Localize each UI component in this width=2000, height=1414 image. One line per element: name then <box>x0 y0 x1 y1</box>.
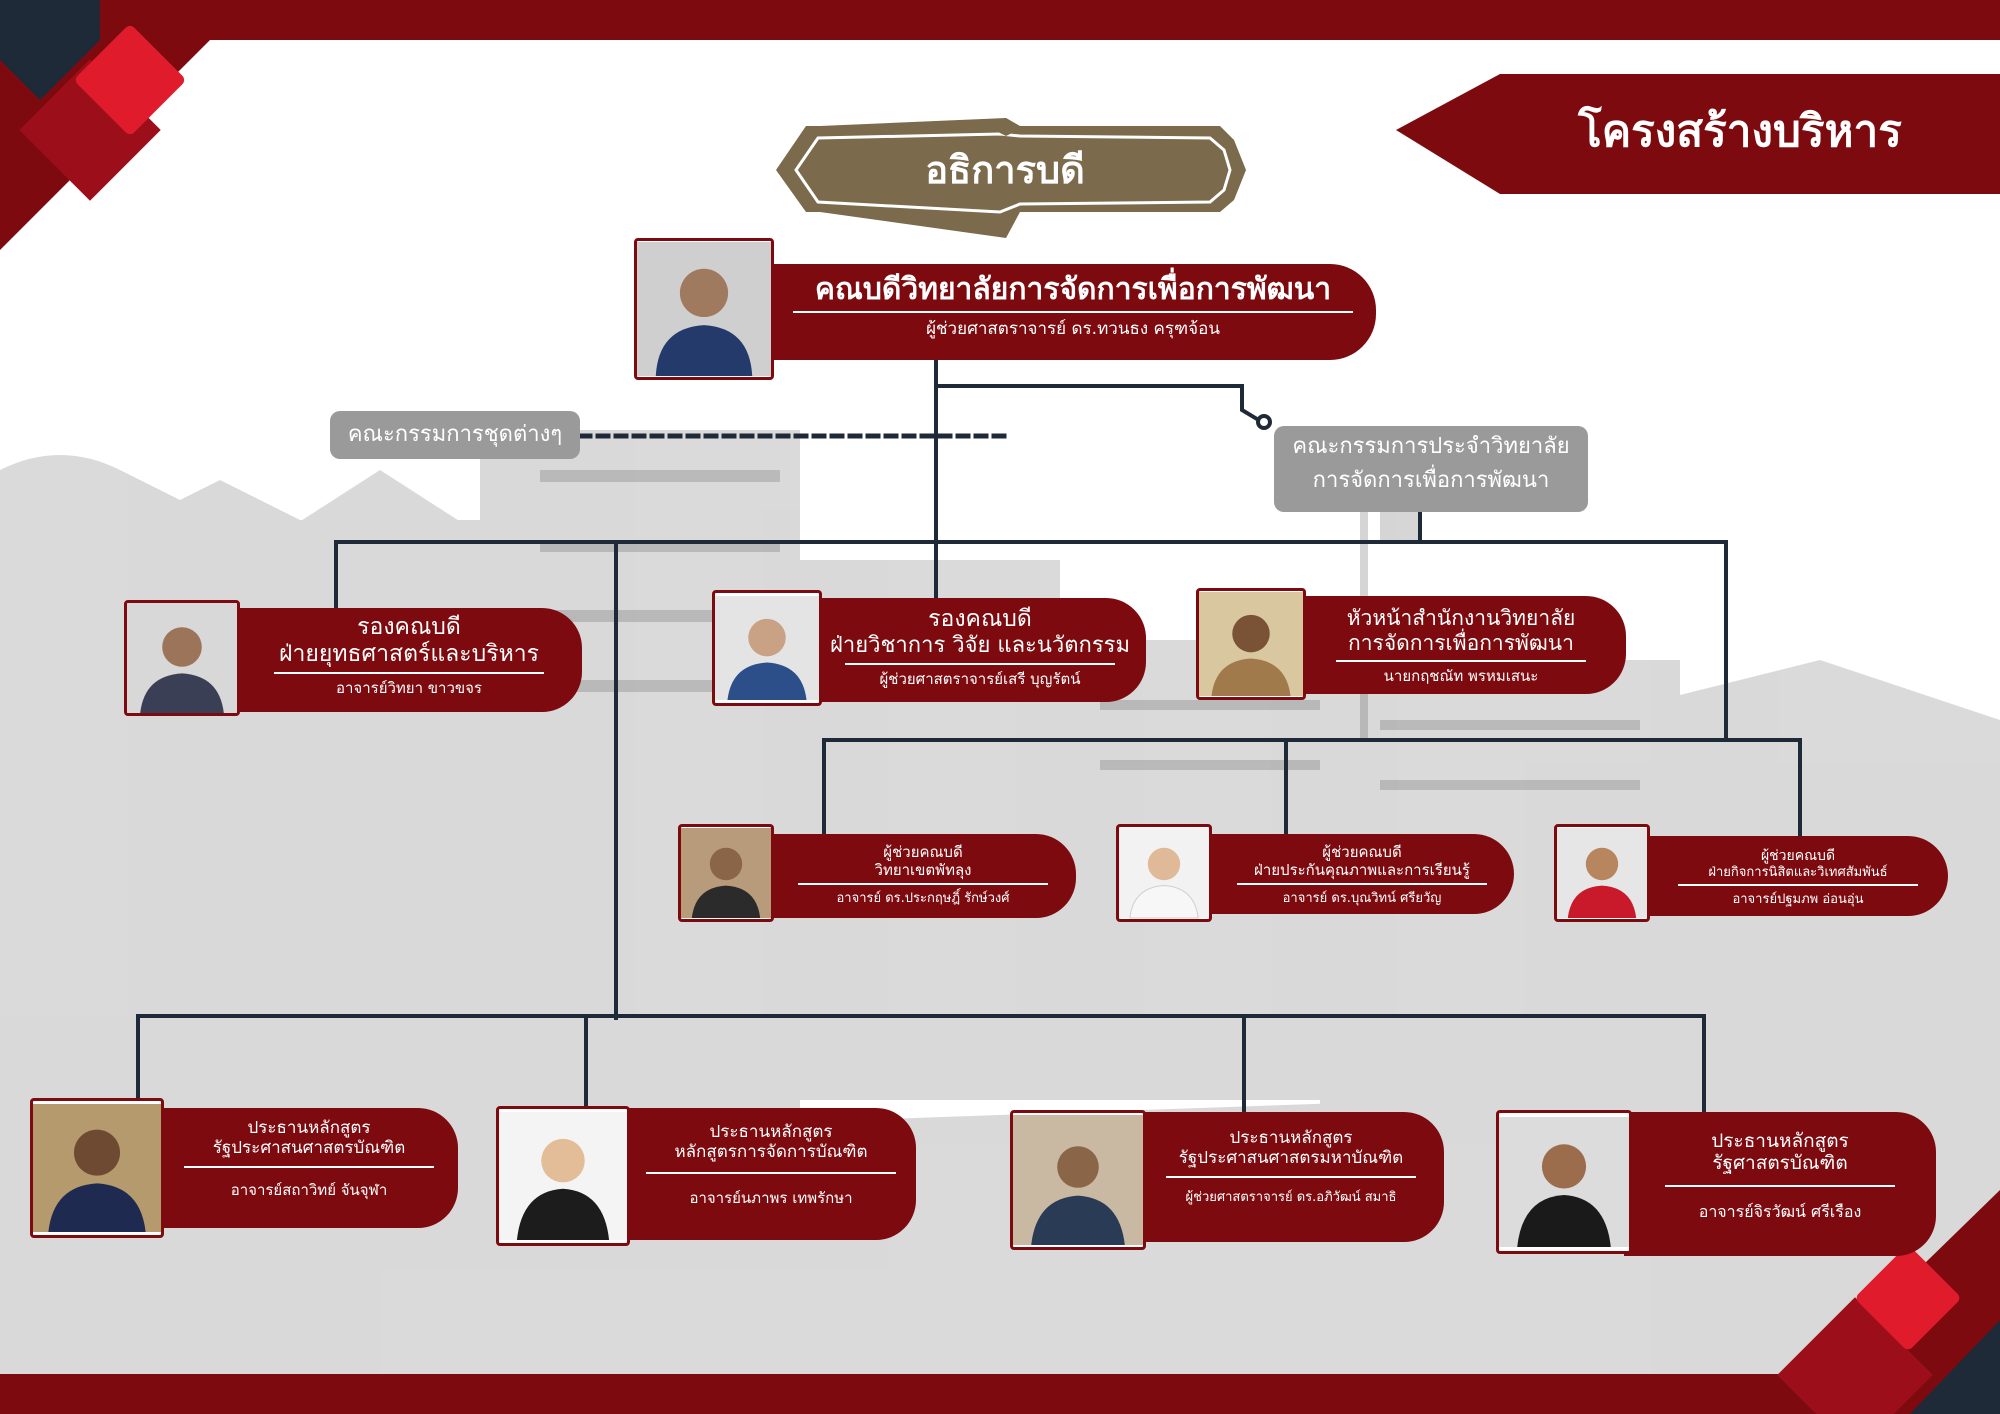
program-divider <box>646 1172 896 1175</box>
assistant-line2: ฝ่ายกิจการนิสิตและวิเทศสัมพันธ์ <box>1708 864 1888 880</box>
dean-name: ผู้ช่วยศาสตราจารย์ ดร.ทวนธง ครุฑจ้อน <box>926 319 1220 340</box>
deputy-divider <box>1336 659 1586 662</box>
deputy-photo-strategy <box>124 600 240 716</box>
assistant-name: อาจารย์ ดร.ประกฤษฎิ์ รักษ์วงศ์ <box>836 891 1010 907</box>
office-head-photo <box>1196 588 1306 700</box>
person-portrait-icon <box>127 603 237 713</box>
program-box-political-science: ประธานหลักสูตร รัฐศาสตรบัณฑิต อาจารย์จิร… <box>1624 1112 1936 1256</box>
deputy-line1: หัวหน้าสำนักงานวิทยาลัย <box>1346 606 1576 630</box>
program-line2: รัฐประศาสนศาสตรมหาบัณฑิต <box>1178 1148 1404 1169</box>
committees-various-chip: คณะกรรมการชุดต่างๆ <box>330 411 580 459</box>
assistant-box-quality: ผู้ช่วยคณบดี ฝ่ายประกันคุณภาพและการเรียน… <box>1210 834 1514 914</box>
program-name: อาจารย์จิรวัฒน์ ศรีเรือง <box>1698 1201 1862 1221</box>
program-divider <box>184 1166 434 1169</box>
deputy-photo-academic <box>712 590 822 706</box>
assistant-name: อาจารย์ ดร.บุณวิทน์ ศรียวัญ <box>1282 891 1442 907</box>
person-portrait-icon <box>33 1104 161 1232</box>
assistant-box-student-affairs: ผู้ช่วยคณบดี ฝ่ายกิจการนิสิตและวิเทศสัมพ… <box>1648 836 1948 916</box>
program-divider <box>1166 1176 1416 1179</box>
assistant-line1: ผู้ช่วยคณบดี <box>1760 848 1836 864</box>
program-photo-management <box>496 1106 630 1246</box>
program-line2: รัฐศาสตรบัณฑิต <box>1712 1152 1848 1175</box>
assistant-box-phatthalung: ผู้ช่วยคณบดี วิทยาเขตพัทลุง อาจารย์ ดร.ป… <box>770 834 1076 918</box>
program-photo-master-public-admin <box>1010 1110 1146 1250</box>
program-line1: ประธานหลักสูตร <box>709 1122 833 1142</box>
assistant-photo-student-affairs <box>1554 824 1650 922</box>
deputy-name: ผู้ช่วยศาสตราจารย์เสรี บุญรัตน์ <box>879 670 1081 689</box>
assistant-photo-phatthalung <box>678 824 774 922</box>
person-portrait-icon <box>715 596 819 700</box>
deputy-line2: ฝ่ายยุทธศาสตร์และบริหาร <box>278 641 540 668</box>
deputy-name: อาจารย์วิทยา ขาวขจร <box>336 679 482 698</box>
assistant-photo-quality <box>1116 824 1212 922</box>
deputy-divider <box>845 663 1115 666</box>
person-portrait-icon <box>681 828 771 918</box>
college-committee-line1: คณะกรรมการประจำวิทยาลัย <box>1292 434 1570 459</box>
college-committee-chip: คณะกรรมการประจำวิทยาลัย การจัดการเพื่อกา… <box>1274 426 1588 512</box>
page-title: โครงสร้างบริหาร <box>1578 106 1902 157</box>
deputy-line2: การจัดการเพื่อการพัฒนา <box>1348 630 1574 655</box>
program-line1: ประธานหลักสูตร <box>1229 1128 1353 1148</box>
assistant-name: อาจารย์ปฐมภพ อ่อนอุ่น <box>1732 891 1864 907</box>
dean-box: คณบดีวิทยาลัยการจัดการเพื่อการพัฒนา ผู้ช… <box>770 264 1376 360</box>
office-head-box: หัวหน้าสำนักงานวิทยาลัย การจัดการเพื่อกา… <box>1296 596 1626 694</box>
assistant-line1: ผู้ช่วยคณบดี <box>883 843 963 861</box>
program-box-master-public-admin: ประธานหลักสูตร รัฐประศาสนศาสตรมหาบัณฑิต … <box>1138 1112 1444 1242</box>
dean-divider <box>793 311 1353 314</box>
assistant-divider <box>798 883 1048 886</box>
program-divider <box>1665 1184 1895 1187</box>
person-portrait-icon <box>1013 1115 1143 1245</box>
dean-photo <box>634 238 774 380</box>
program-line2: หลักสูตรการจัดการบัณฑิต <box>674 1142 868 1163</box>
person-portrait-icon <box>1499 1117 1629 1247</box>
person-portrait-icon <box>1199 592 1303 696</box>
deputy-line2: ฝ่ายวิชาการ วิจัย และนวัตกรรม <box>830 633 1130 659</box>
deputy-line1: รองคณบดี <box>928 606 1032 632</box>
person-portrait-icon <box>637 242 771 376</box>
college-committee-line2: การจัดการเพื่อการพัฒนา <box>1312 467 1550 493</box>
assistant-line2: ฝ่ายประกันคุณภาพและการเรียนรู้ <box>1254 860 1470 879</box>
assistant-divider <box>1237 883 1487 886</box>
top-executive-label: อธิการบดี <box>925 148 1085 192</box>
deputy-box-academic: รองคณบดี ฝ่ายวิชาการ วิจัย และนวัตกรรม ผ… <box>814 598 1146 702</box>
program-line1: ประธานหลักสูตร <box>247 1118 371 1138</box>
program-name: อาจารย์สถาวิทย์ จันจุฬา <box>230 1181 388 1200</box>
assistant-line2: วิทยาเขตพัทลุง <box>874 860 972 879</box>
program-line2: รัฐประศาสนศาสตรบัณฑิต <box>212 1138 406 1159</box>
deputy-box-strategy: รองคณบดี ฝ่ายยุทธศาสตร์และบริหาร อาจารย์… <box>236 608 582 712</box>
assistant-divider <box>1678 883 1918 886</box>
program-line1: ประธานหลักสูตร <box>1711 1130 1849 1152</box>
program-photo-public-admin <box>30 1098 164 1238</box>
program-box-public-admin: ประธานหลักสูตร รัฐประศาสนศาสตรบัณฑิต อาจ… <box>160 1108 458 1228</box>
dean-title: คณบดีวิทยาลัยการจัดการเพื่อการพัฒนา <box>814 272 1332 307</box>
assistant-line1: ผู้ช่วยคณบดี <box>1322 843 1402 861</box>
person-portrait-icon <box>1557 828 1647 918</box>
deputy-divider <box>274 672 544 675</box>
program-box-management: ประธานหลักสูตร หลักสูตรการจัดการบัณฑิต อ… <box>626 1108 916 1240</box>
program-name: ผู้ช่วยศาสตราจารย์ ดร.อภิวัฒน์ สมาธิ <box>1185 1190 1397 1206</box>
deputy-line1: รองคณบดี <box>357 614 461 640</box>
person-portrait-icon <box>499 1112 627 1240</box>
person-portrait-icon <box>1119 828 1209 919</box>
program-name: อาจารย์นภาพร เทพรักษา <box>689 1189 853 1208</box>
deputy-name: นายกฤชณัท พรหมเสนะ <box>1383 666 1539 685</box>
program-photo-political-science <box>1496 1110 1632 1254</box>
